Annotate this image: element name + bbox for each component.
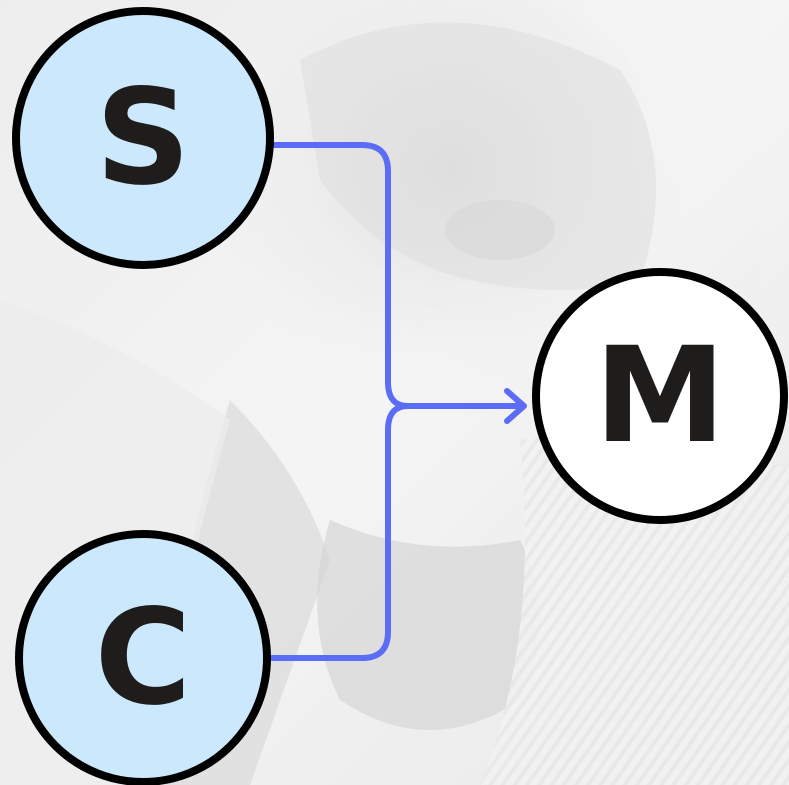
node-c-label: C xyxy=(95,581,192,735)
node-m: M xyxy=(532,268,788,524)
node-s: S xyxy=(12,7,274,269)
node-m-circle xyxy=(532,268,788,524)
node-c-circle xyxy=(15,530,271,785)
connector-s-to-m xyxy=(269,142,411,409)
arrow-head-icon xyxy=(504,388,527,424)
node-c: C xyxy=(15,530,271,785)
node-s-circle xyxy=(12,7,274,269)
connector-c-to-m xyxy=(269,403,411,661)
node-s-label: S xyxy=(95,61,190,215)
node-m-label: M xyxy=(594,319,725,473)
connector-lines xyxy=(269,142,527,661)
